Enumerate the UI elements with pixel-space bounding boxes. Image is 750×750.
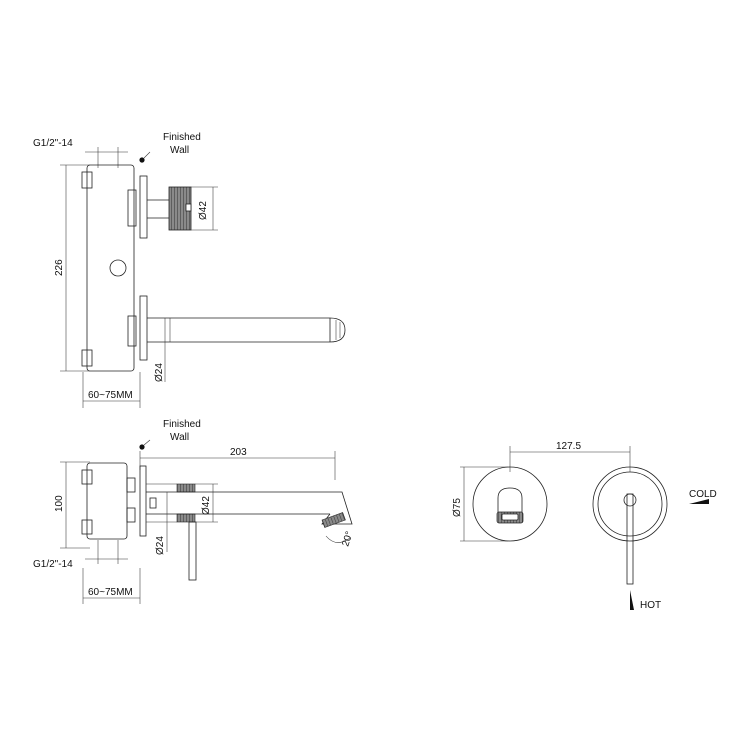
depth-dim-bottom: 60~75MM: [88, 587, 133, 598]
knurled-ring-bottom-lower: [176, 513, 196, 523]
finished-wall-label-bottom-line1: Finished: [163, 419, 201, 430]
spout-diameter-bottom: Ø24: [155, 536, 166, 555]
finished-wall-label-top-line2: Wall: [170, 145, 189, 156]
spout-plate-front: [472, 466, 548, 542]
cold-label: COLD: [689, 489, 717, 500]
knurled-ring-bottom-upper: [176, 483, 196, 493]
lever-bottom: [188, 521, 197, 581]
thread-label-top: G1/2"-14: [33, 138, 73, 149]
valve-body-bottom: [86, 462, 128, 540]
lever-front: [626, 493, 634, 585]
knurled-aerator-bottom: [321, 512, 346, 528]
side-view-bottom: Finished Wall 203 20°: [33, 419, 356, 604]
plate-diameter: Ø75: [452, 498, 463, 517]
thread-label-bottom: G1/2"-14: [33, 559, 73, 570]
height-dim-top: 226: [54, 259, 65, 276]
center-distance: 127.5: [556, 441, 581, 452]
front-view: 127.5 Ø75 COLD HOT: [452, 441, 717, 611]
valve-port-top: [109, 259, 127, 277]
finished-wall-label-top-line1: Finished: [163, 132, 201, 143]
angle-bottom: 20°: [340, 530, 355, 548]
spout-diameter-top: Ø24: [154, 363, 165, 382]
wall-marker-dot-bottom: [139, 444, 145, 450]
finished-wall-label-bottom-line2: Wall: [170, 432, 189, 443]
handle-plate-front: [592, 466, 668, 542]
height-dim-bottom: 100: [54, 495, 65, 512]
depth-dim-top: 60~75MM: [88, 390, 133, 401]
spout-length-bottom: 203: [230, 447, 247, 458]
handle-diameter-bottom: Ø42: [201, 496, 212, 515]
handle-diameter-top: Ø42: [198, 201, 209, 220]
valve-body-top: [86, 164, 135, 372]
wall-marker-dot-top: [139, 157, 145, 163]
spout-top: [147, 317, 346, 343]
side-view-top: G1/2"-14 Finished Wall Ø42: [33, 132, 346, 408]
hot-label: HOT: [640, 600, 661, 611]
